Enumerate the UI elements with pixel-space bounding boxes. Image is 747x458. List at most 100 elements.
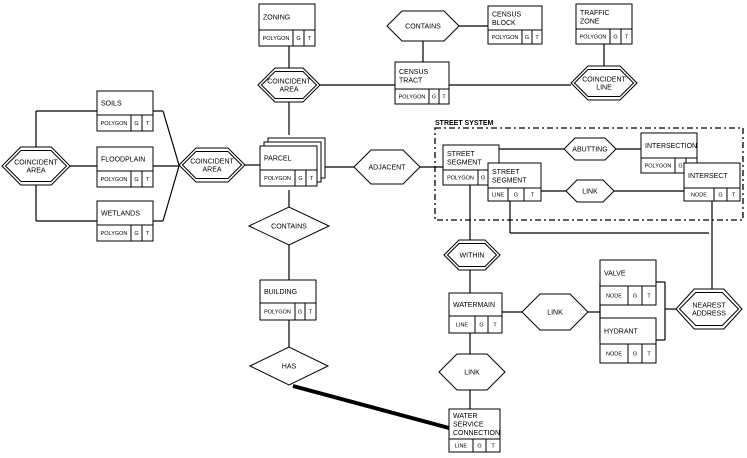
- entity-label: SEGMENT: [447, 159, 482, 166]
- entity-cell: NODE: [691, 193, 707, 199]
- entity-label: TRACT: [399, 77, 423, 84]
- entity-box: [394, 61, 450, 105]
- relationship-shape: [386, 10, 460, 42]
- entity-label: TRAFFIC: [580, 10, 610, 17]
- has-connection-line: [292, 384, 450, 430]
- entity-cell: G: [633, 294, 637, 300]
- relationship-link-water[interactable]: LINK: [521, 293, 589, 331]
- entity-label: ZONING: [263, 15, 290, 22]
- entity-label: PARCEL: [264, 156, 292, 163]
- entity-cell: POLYGON: [645, 164, 672, 170]
- entity-box: [96, 200, 154, 242]
- entity-box: [96, 90, 154, 132]
- relationship-label: COINCIDENT: [582, 77, 626, 84]
- relationship-outer-shape: [443, 239, 501, 271]
- entity-cell: G: [479, 323, 483, 329]
- relationship-outer-shape: [257, 67, 321, 103]
- relationship-shape: [563, 137, 617, 161]
- relationship-within[interactable]: WITHIN: [443, 239, 501, 271]
- entity-label: WETLANDS: [101, 211, 140, 218]
- entity-cell: G: [134, 231, 138, 237]
- relationship-contains-parcel[interactable]: CONTAINS: [247, 206, 331, 246]
- entity-box: [258, 3, 316, 47]
- entity-cell: LINE: [456, 323, 469, 329]
- relationship-label: LINK: [547, 310, 563, 317]
- entity-box: [683, 162, 741, 202]
- relationship-link-street[interactable]: LINK: [565, 179, 615, 203]
- relationship-shape: [521, 293, 589, 331]
- entity-label: FLOODPLAIN: [101, 157, 145, 164]
- relationship-label: CONTAINS: [271, 224, 307, 231]
- entity-box: [487, 5, 543, 45]
- entity-cell: T: [535, 35, 539, 41]
- relationship-abutting[interactable]: ABUTTING: [563, 137, 617, 161]
- entity-cell: NODE: [606, 352, 622, 358]
- entity-cell: G: [514, 193, 518, 199]
- entity-cell: POLYGON: [580, 35, 607, 41]
- entity-label: STREET: [492, 169, 520, 176]
- relationship-contains-top[interactable]: CONTAINS: [386, 10, 460, 42]
- entity-label: SEGMENT: [492, 177, 527, 184]
- entity-cell: POLYGON: [101, 121, 128, 127]
- entity-cell: POLYGON: [101, 231, 128, 237]
- street-system-label: STREET SYSTEM: [435, 120, 494, 127]
- relationship-label: LINE: [596, 85, 612, 92]
- relationship-has[interactable]: HAS: [248, 346, 330, 386]
- relationship-label: LINK: [464, 370, 480, 377]
- entity-cell: POLYGON: [399, 95, 426, 101]
- entity-cell: T: [146, 231, 150, 237]
- relationship-label: WITHIN: [460, 253, 485, 260]
- relationship-inner-shape: [678, 292, 740, 326]
- entity-wetlands[interactable]: WETLANDS POLYGON G T: [96, 200, 154, 242]
- connector-line: [162, 165, 180, 222]
- relationship-label: ADDRESS: [692, 311, 726, 318]
- entity-cell: T: [647, 352, 651, 358]
- entity-cell: G: [432, 95, 436, 101]
- entity-label: HYDRANT: [604, 329, 639, 336]
- relationship-outer-shape: [178, 147, 246, 183]
- entity-cell: T: [308, 36, 312, 42]
- street-system-boundary: [434, 127, 744, 221]
- connector-lines: [35, 25, 713, 430]
- relationship-label: COINCIDENT: [14, 160, 58, 167]
- relationship-label: AREA: [26, 168, 45, 175]
- relationship-label: LINK: [582, 189, 598, 196]
- entity-cell: G: [613, 35, 617, 41]
- relationship-label: AREA: [202, 167, 221, 174]
- entity-box: [96, 146, 154, 188]
- entity-label: WATERMAIN: [453, 302, 495, 309]
- relationship-inner-shape: [181, 151, 243, 179]
- entity-cell: NODE: [606, 294, 622, 300]
- entity-box: [259, 145, 318, 187]
- relationship-adjacent[interactable]: ADJACENT: [353, 149, 421, 185]
- relationship-label: COINCIDENT: [267, 79, 311, 86]
- entity-cell: T: [625, 35, 629, 41]
- entity-cell: G: [525, 35, 529, 41]
- entity-cell: G: [678, 164, 682, 170]
- entity-cell: G: [296, 36, 300, 42]
- connector-line: [162, 110, 180, 166]
- relationship-outer-shape: [570, 65, 638, 101]
- entity-box: [448, 292, 503, 334]
- relationship-link-service[interactable]: LINK: [438, 353, 506, 391]
